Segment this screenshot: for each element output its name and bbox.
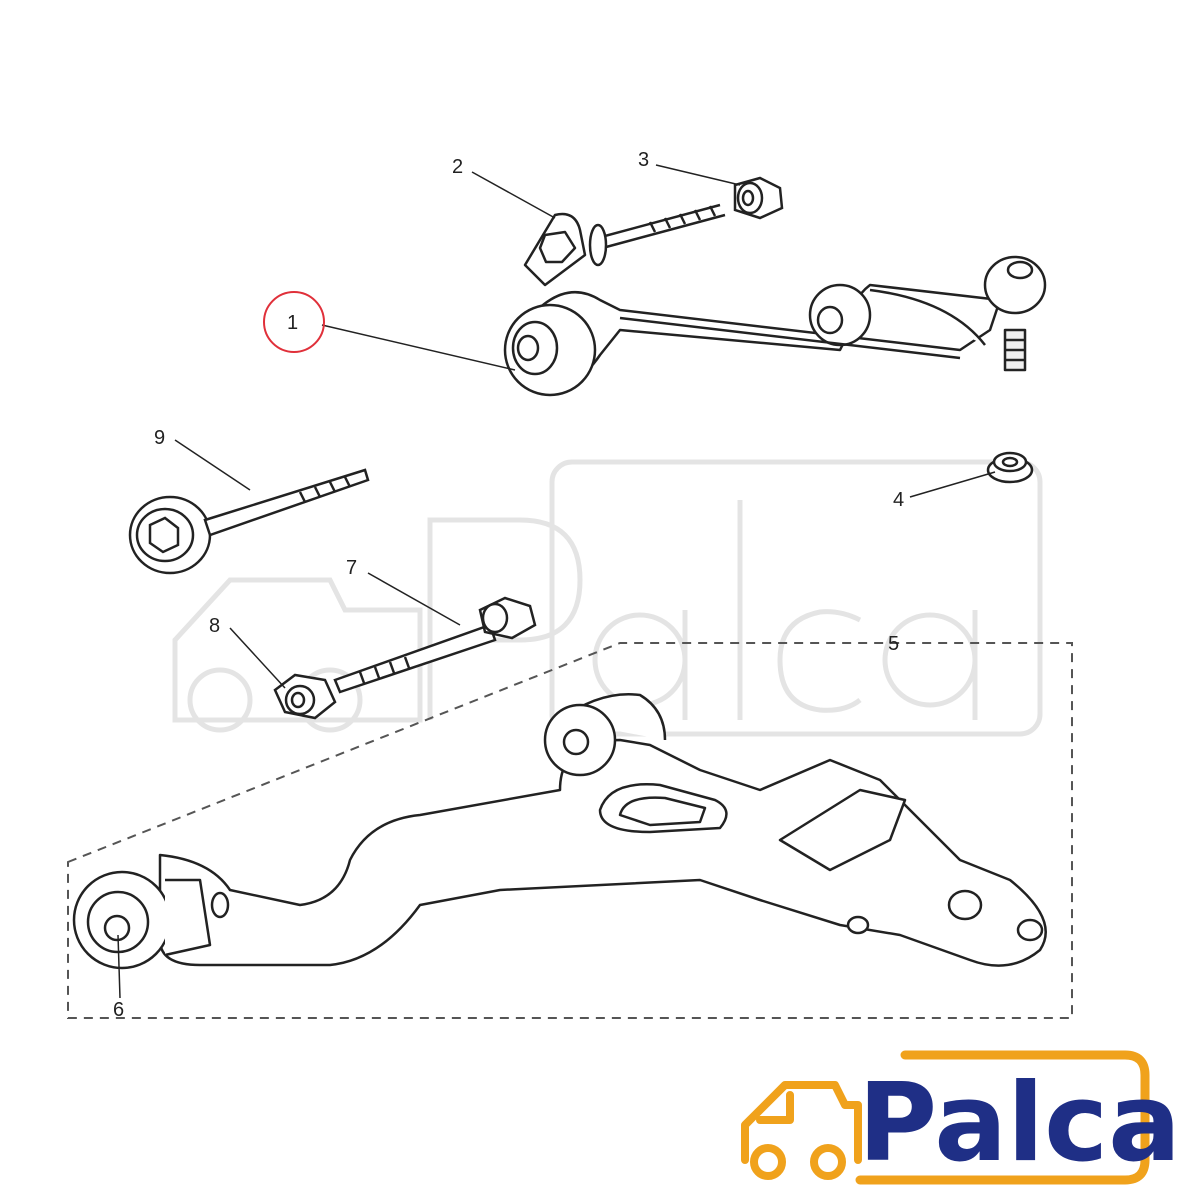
callout-8: 8 (209, 615, 220, 637)
truck-icon (741, 1081, 862, 1180)
part-8-nut (273, 673, 337, 720)
brand-name: Palca (858, 1061, 1181, 1186)
callout-7: 7 (346, 557, 357, 579)
callout-2: 2 (452, 156, 463, 178)
callout-5: 5 (888, 633, 899, 655)
callout-1: 1 (287, 312, 298, 334)
palca-logo: Palca (741, 1050, 1181, 1186)
part-3-nut (733, 176, 784, 220)
callout-leaders (117, 164, 996, 999)
part-7-bolt (333, 596, 537, 694)
callout-3: 3 (638, 149, 649, 171)
highlight-ring (263, 291, 325, 353)
part-4-flange-nut (986, 451, 1034, 484)
callout-6: 6 (113, 999, 124, 1021)
part-5-group-box (67, 642, 1073, 1019)
callout-9: 9 (154, 427, 165, 449)
part-5-lower-control-arm (72, 693, 1047, 970)
callout-4: 4 (893, 489, 904, 511)
palca-watermark (172, 459, 1043, 737)
part-9-bolt (128, 468, 370, 575)
part-1-upper-control-arm (503, 255, 1047, 397)
part-2-eccentric-bolt (523, 203, 726, 287)
callout-labels: 1 2 3 4 5 6 7 8 9 (113, 149, 904, 1021)
